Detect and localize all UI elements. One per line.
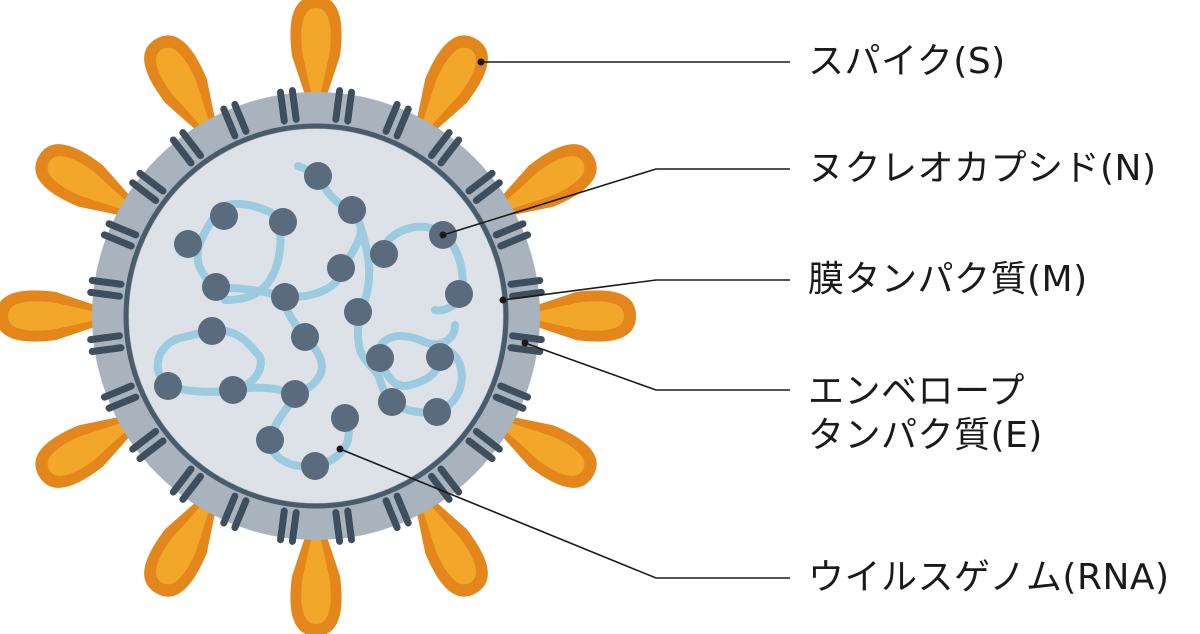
- spike-protein: [35, 144, 145, 220]
- label-membrane-protein: 膜タンパク質(M): [808, 259, 1088, 300]
- nucleocapsid-dot: [269, 208, 297, 236]
- nucleocapsid-dot: [198, 317, 226, 345]
- membrane-protein: [507, 276, 545, 300]
- label-spike: スパイク(S): [808, 41, 1006, 82]
- membrane-protein: [220, 492, 250, 532]
- leader-line-genome: [339, 448, 790, 579]
- membrane-protein: [382, 100, 412, 140]
- leader-dot-spike: [477, 58, 485, 66]
- rna-strand: [153, 162, 467, 471]
- nucleocapsid-dot: [331, 404, 359, 432]
- label-envelope-line2: タンパク質(E): [808, 415, 1043, 456]
- membrane-protein: [427, 465, 463, 503]
- nucleocapsid-dot: [174, 230, 202, 258]
- nucleocapsid-dot: [154, 372, 182, 400]
- spike-protein: [290, 516, 342, 634]
- membrane-protein: [332, 507, 356, 545]
- membrane-protein: [129, 169, 167, 205]
- membrane-protein: [382, 492, 412, 532]
- membrane-protein: [87, 276, 125, 300]
- nucleocapsid-dot: [344, 298, 372, 326]
- label-rna-genome: ウイルスゲノム(RNA): [808, 557, 1170, 598]
- membrane-protein: [100, 382, 140, 412]
- spike-protein: [412, 35, 488, 145]
- nucleocapsid-dot: [370, 240, 398, 268]
- membrane-protein: [87, 332, 125, 356]
- membrane-protein: [492, 382, 532, 412]
- nucleocapsid-dot: [338, 196, 366, 224]
- membrane-protein: [465, 427, 503, 463]
- membrane-protein: [100, 220, 140, 250]
- membrane-proteins-group: [87, 87, 545, 545]
- nucleocapsid-dot: [281, 380, 309, 408]
- leader-lines: [339, 61, 790, 579]
- nucleocapsid-dot: [423, 398, 451, 426]
- label-envelope-protein: エンベロープ タンパク質(E): [808, 370, 1043, 458]
- membrane-protein: [169, 465, 205, 503]
- nucleocapsid-dot: [301, 452, 329, 480]
- spike-protein: [487, 144, 597, 220]
- nucleocapsid-dot: [378, 388, 406, 416]
- lipid-membrane-line: [123, 123, 509, 509]
- nucleocapsid-dots-group: [154, 162, 473, 480]
- nucleocapsid-dot: [366, 344, 394, 372]
- spike-protein: [0, 290, 116, 342]
- nucleocapsid-dot: [445, 280, 473, 308]
- nucleocapsid-dot: [304, 162, 332, 190]
- nucleocapsid-dot: [219, 376, 247, 404]
- spike-protein: [487, 412, 597, 488]
- membrane-protein: [507, 332, 545, 356]
- membrane-protein: [465, 169, 503, 205]
- spikes-group: [0, 0, 636, 634]
- leader-dot-genome: [336, 445, 344, 453]
- leader-line-envelope: [524, 342, 790, 391]
- leader-line-nucleocapsid: [442, 168, 790, 236]
- leader-dot-envelope: [521, 339, 529, 347]
- spike-protein: [35, 412, 145, 488]
- spike-protein: [144, 35, 220, 145]
- nucleocapsid-dot: [426, 343, 454, 371]
- membrane-protein: [276, 87, 300, 125]
- spike-protein: [290, 0, 342, 116]
- membrane-protein: [129, 427, 167, 463]
- nucleocapsid-dot: [271, 283, 299, 311]
- membrane-protein: [427, 129, 463, 167]
- spike-protein: [516, 290, 636, 342]
- membrane-protein: [492, 220, 532, 250]
- nucleocapsid-dot: [256, 426, 284, 454]
- leader-dot-membrane: [499, 296, 507, 304]
- nucleocapsid-dot: [210, 202, 238, 230]
- spike-protein: [144, 487, 220, 597]
- leader-line-membrane: [502, 279, 790, 301]
- spike-protein: [412, 487, 488, 597]
- leader-dots: [336, 58, 529, 453]
- membrane-protein: [276, 507, 300, 545]
- nucleocapsid-dot: [291, 323, 319, 351]
- membrane-protein: [169, 129, 205, 167]
- membrane-protein: [332, 87, 356, 125]
- membrane-protein: [220, 100, 250, 140]
- leader-dot-nucleocapsid: [439, 231, 447, 239]
- label-nucleocapsid: ヌクレオカプシド(N): [808, 148, 1157, 189]
- label-envelope-line1: エンベロープ: [808, 371, 1025, 412]
- nucleocapsid-dot: [202, 273, 230, 301]
- nucleocapsid-dot: [327, 254, 355, 282]
